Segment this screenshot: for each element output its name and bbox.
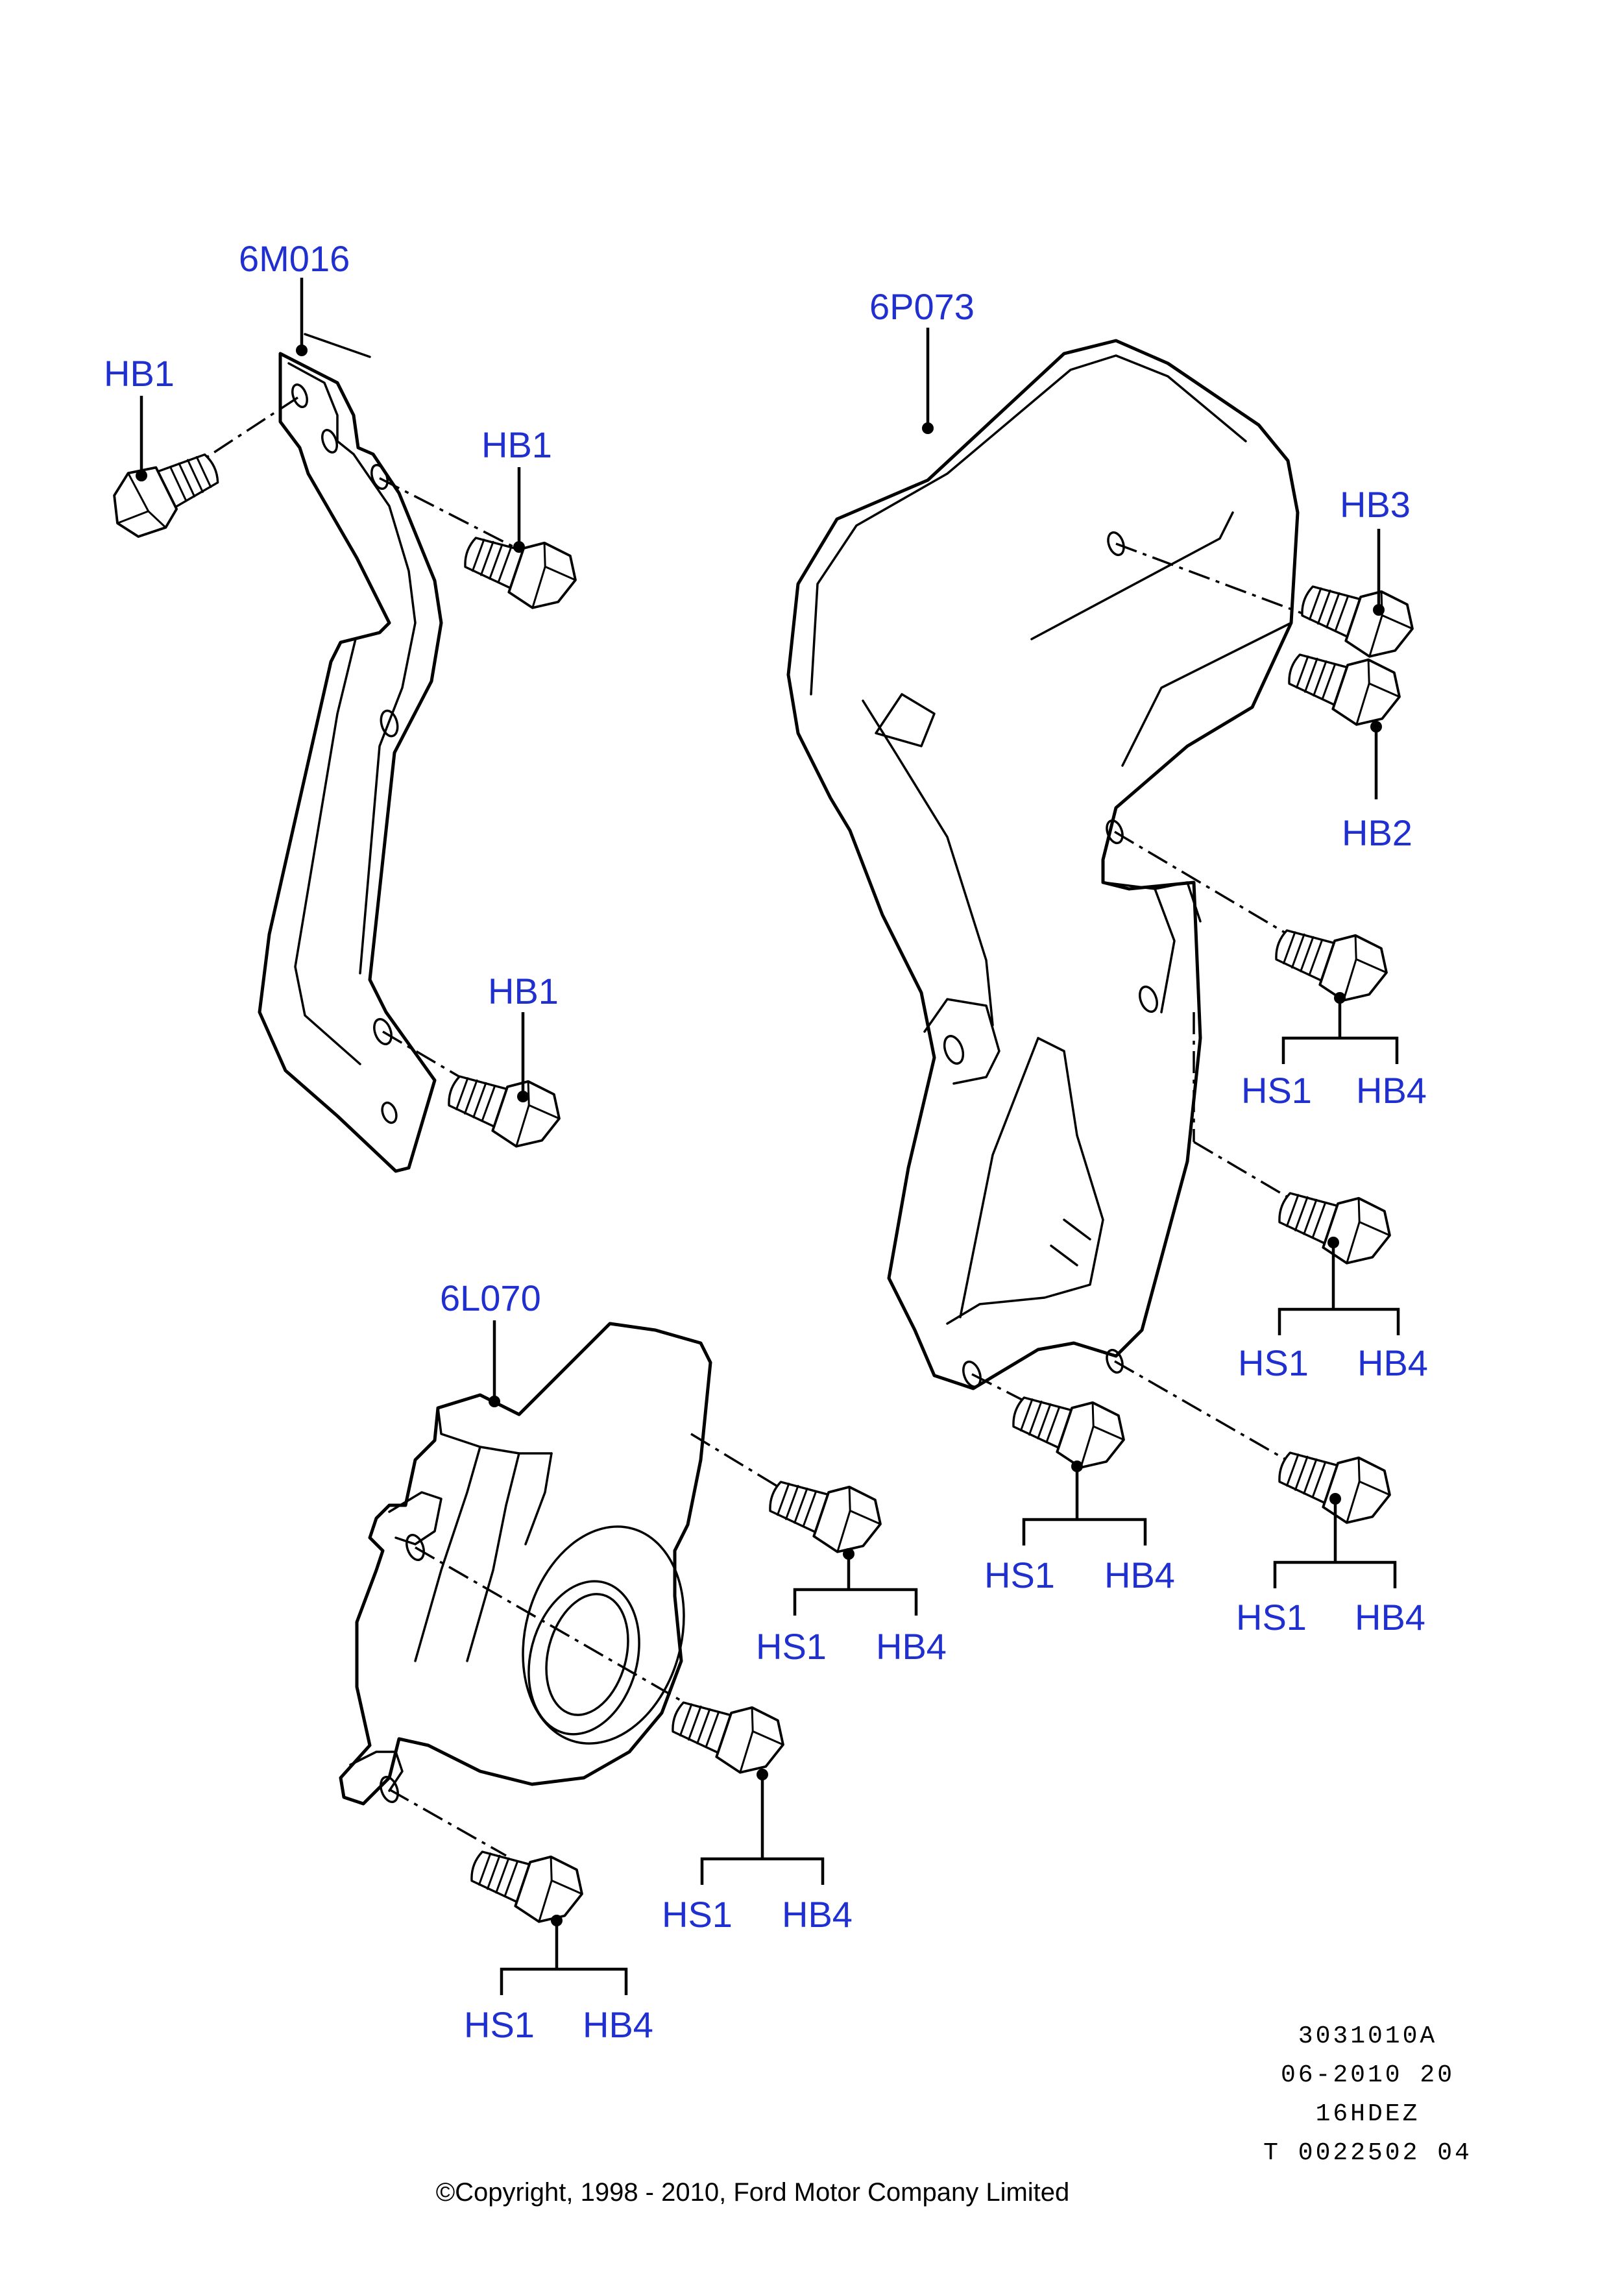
fastener-label-hb4: HB4 [1357, 1342, 1428, 1383]
bolt-icon [462, 1832, 592, 1934]
fastener-label-hb1: HB1 [104, 353, 175, 394]
part-label-6l070: 6L070 [440, 1278, 541, 1318]
fastener-label-hb4: HB4 [583, 2004, 653, 2045]
alignment-lines [181, 396, 1337, 1857]
fastener-label-hs1: HS1 [1236, 1597, 1307, 1638]
part-labels: 6M016 6P073 6L070 [239, 238, 975, 1318]
fastener-label-hb4: HB4 [1355, 1597, 1425, 1638]
copyright-notice: ©Copyright, 1998 - 2010, Ford Motor Comp… [436, 2178, 1070, 2207]
fastener-label-hb1: HB1 [481, 424, 552, 465]
bolt-icon [439, 1056, 569, 1159]
bracket-6m016 [258, 333, 443, 1173]
fastener-label-hs1: HS1 [756, 1626, 827, 1667]
fastener-label-hb4: HB4 [782, 1894, 853, 1935]
bolt-icon [99, 437, 230, 547]
bolt-icon [760, 1462, 890, 1564]
part-label-6p073: 6P073 [869, 286, 975, 327]
reference-date: 06-2010 20 [1281, 2061, 1455, 2089]
fastener-label-hb4: HB4 [1356, 1070, 1427, 1111]
reference-block: 3031010A 06-2010 20 16HDEZ T 0022502 04 [1263, 2022, 1472, 2167]
bolt-icon [1004, 1377, 1133, 1480]
fastener-label-hs1: HS1 [1241, 1070, 1312, 1111]
fastener-label-hs1: HS1 [464, 2004, 535, 2045]
part-label-6m016: 6M016 [239, 238, 350, 279]
bolt-icon [1292, 566, 1422, 669]
cover-6l070 [339, 1322, 712, 1806]
bolt-icon [663, 1682, 793, 1785]
fastener-label-hs1: HS1 [984, 1555, 1055, 1595]
fastener-label-hs1: HS1 [1238, 1342, 1309, 1383]
fastener-labels: HB1 HB1 HB1 HB3 HB2 HS1 HB4 HS1 HB4 HS1 … [104, 353, 1428, 2045]
fastener-label-hb4: HB4 [1104, 1555, 1175, 1595]
reference-code: 3031010A [1298, 2022, 1437, 2050]
reference-engine: 16HDEZ [1316, 2100, 1420, 2128]
bolt-icon [1266, 910, 1396, 1013]
fastener-label-hb2: HB2 [1342, 812, 1412, 853]
reference-number: T 0022502 04 [1263, 2139, 1472, 2167]
fastener-label-hb4: HB4 [876, 1626, 947, 1667]
cover-6p073 [786, 339, 1300, 1390]
fastener-label-hb1: HB1 [488, 971, 559, 1012]
leader-lines [136, 278, 1400, 1995]
fastener-label-hb3: HB3 [1340, 484, 1411, 525]
fastener-label-hs1: HS1 [662, 1894, 733, 1935]
bolts [99, 437, 1422, 1934]
